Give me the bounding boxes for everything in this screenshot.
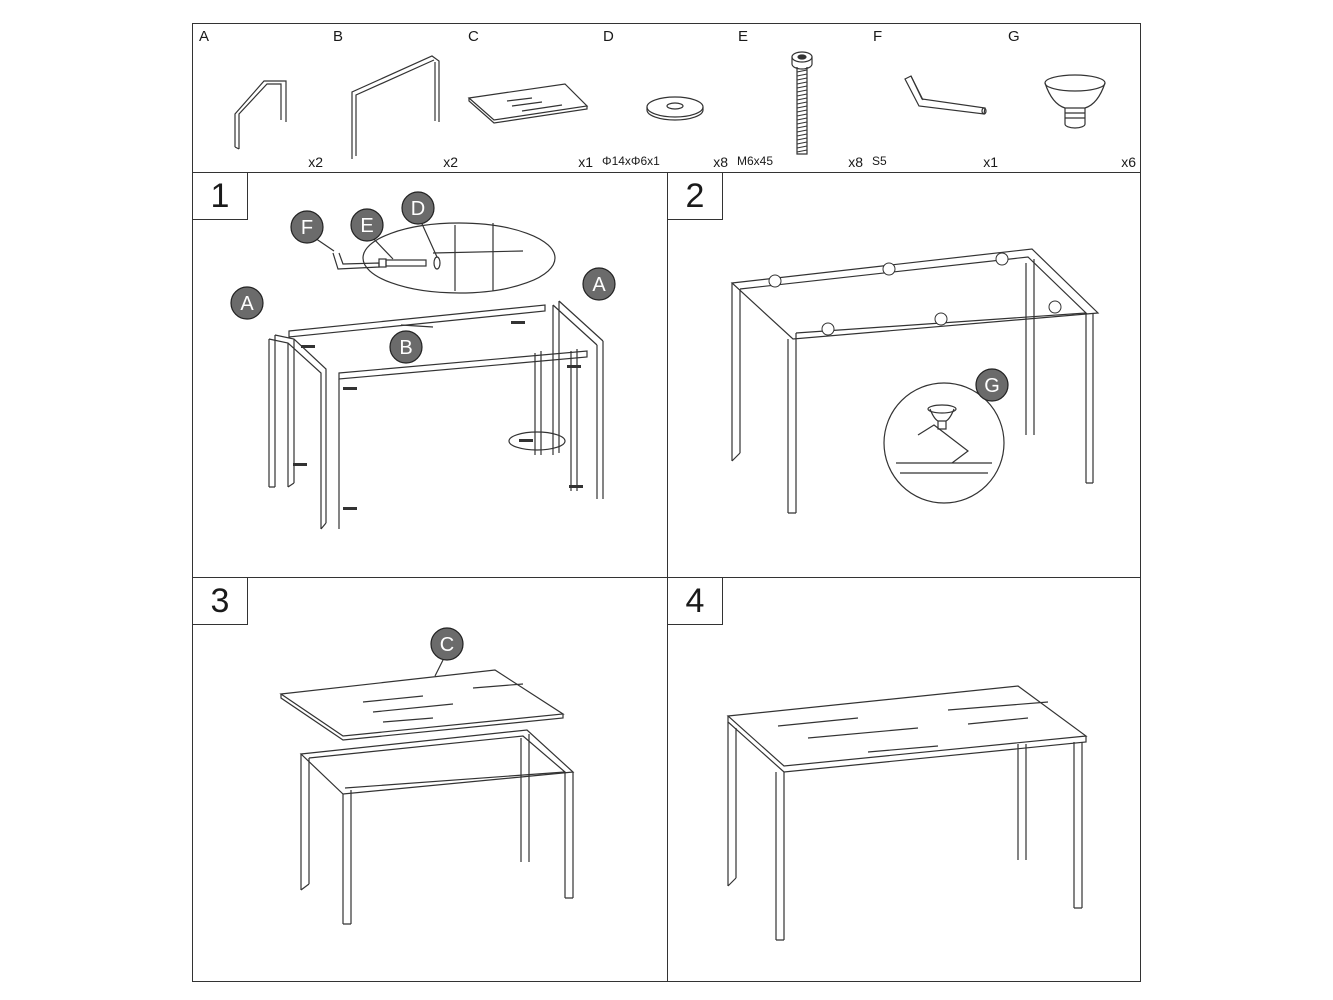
step-1-illustration: F E D A A B <box>230 191 616 530</box>
callout-g: G <box>975 368 1009 402</box>
part-letter: A <box>199 28 210 45</box>
part-quantity: x6 <box>1121 154 1136 170</box>
part-letter: G <box>1008 28 1020 45</box>
part-letter: E <box>738 28 749 45</box>
callout-label: A <box>240 293 254 315</box>
callout-a-left: A <box>230 286 264 320</box>
part-cell-b: B x2 <box>327 23 463 173</box>
step-3-panel: 3 C <box>192 577 668 982</box>
callout-a-right: A <box>582 267 616 301</box>
callout-label: D <box>411 198 425 220</box>
part-cell-c: C x1 <box>462 23 598 173</box>
part-cell-e: E M6x45 x8 <box>732 23 868 173</box>
part-spec: M6x45 <box>737 154 774 168</box>
part-quantity: x1 <box>578 154 593 170</box>
step-2-illustration: G <box>730 248 1100 514</box>
step-4-illustration <box>726 685 1088 941</box>
callout-b: B <box>389 330 423 364</box>
part-letter: F <box>873 28 883 45</box>
part-spec: S5 <box>872 154 887 168</box>
part-quantity: x8 <box>848 154 863 170</box>
suction-cup-g-icon <box>1044 74 1106 129</box>
allen-key-f-icon <box>904 75 987 115</box>
bolt-e-icon <box>791 51 813 155</box>
part-cell-g: G x6 <box>1002 23 1141 173</box>
callout-label: C <box>440 634 454 656</box>
callout-e: E <box>350 208 384 242</box>
step-1-panel: 1 <box>192 172 668 578</box>
part-letter: D <box>603 28 614 45</box>
part-cell-a: A x2 <box>192 23 328 173</box>
callout-label: E <box>360 215 373 237</box>
step-number: 3 <box>193 578 248 625</box>
step-4-panel: 4 <box>667 577 1141 982</box>
side-frame-a-icon <box>234 80 287 150</box>
washer-d-icon <box>646 96 704 121</box>
callout-c: C <box>430 627 464 661</box>
step-number: 4 <box>668 578 723 625</box>
callout-f: F <box>290 210 324 244</box>
part-cell-d: D Φ14xΦ6x1 x8 <box>597 23 733 173</box>
part-quantity: x2 <box>308 154 323 170</box>
part-quantity: x8 <box>713 154 728 170</box>
glass-top-c-icon <box>467 83 589 124</box>
step-number: 1 <box>193 173 248 220</box>
callout-label: B <box>399 337 412 359</box>
part-letter: B <box>333 28 344 45</box>
callout-label: G <box>984 375 1000 397</box>
step-2-panel: 2 G <box>667 172 1141 578</box>
callout-d: D <box>401 191 435 225</box>
part-letter: C <box>468 28 479 45</box>
long-frame-b-icon <box>351 55 440 159</box>
part-cell-f: F S5 x1 <box>867 23 1003 173</box>
callout-label: F <box>301 217 313 239</box>
part-quantity: x1 <box>983 154 998 170</box>
callout-label: A <box>592 274 606 296</box>
step-3-illustration: C <box>279 627 575 925</box>
part-quantity: x2 <box>443 154 458 170</box>
step-number: 2 <box>668 173 723 220</box>
part-spec: Φ14xΦ6x1 <box>602 154 660 168</box>
